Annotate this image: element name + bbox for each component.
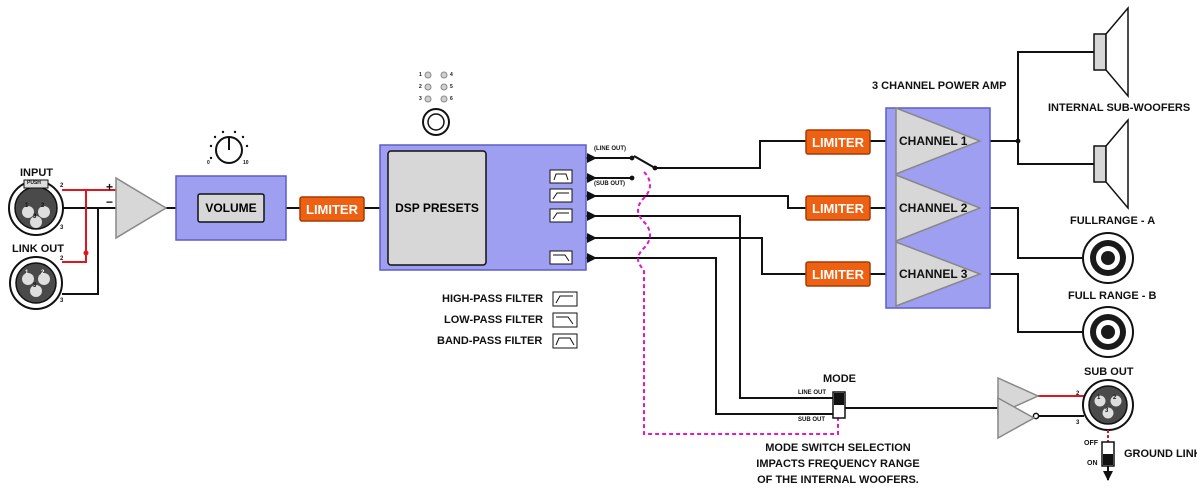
link-out-label: LINK OUT xyxy=(12,243,64,255)
dsp-filter-icons xyxy=(549,169,573,265)
input-pin-1: 1 xyxy=(25,203,29,209)
mode-sub-out-label: SUB OUT xyxy=(798,417,825,423)
subwoofer-speaker-icon xyxy=(1093,5,1129,99)
mode-note-line-1: MODE SWITCH SELECTION xyxy=(765,442,911,454)
limiter-1-label: LIMITER xyxy=(812,134,864,150)
knob-max-label: 10 xyxy=(243,160,249,166)
fullrange-b-speakon-connector[interactable] xyxy=(1082,306,1134,358)
hot-signal-wires xyxy=(62,189,1084,397)
power-amp-title: 3 CHANNEL POWER AMP xyxy=(872,80,1007,92)
mode-note-line-3: OF THE INTERNAL WOOFERS. xyxy=(757,474,919,486)
fullrange-a-speakon-connector[interactable] xyxy=(1082,232,1134,284)
ground-link-switch[interactable] xyxy=(1101,441,1115,467)
output-switch-lever xyxy=(633,155,656,169)
fullrange-a-label: FULLRANGE - A xyxy=(1070,215,1156,227)
preset-number-4: 4 xyxy=(450,72,453,78)
input-label: INPUT xyxy=(20,167,53,179)
link-wire-pin-2: 2 xyxy=(60,256,64,262)
push-label: PUSH xyxy=(27,180,41,186)
fullrange-b-label: FULL RANGE - B xyxy=(1068,290,1157,302)
low-pass-legend: LOW-PASS FILTER xyxy=(444,314,543,326)
preset-number-5: 5 xyxy=(450,84,453,90)
channel-2-label: CHANNEL 2 xyxy=(899,201,968,215)
link-out-xlr-connector[interactable] xyxy=(9,256,63,310)
sub-out-xlr-connector[interactable] xyxy=(1082,379,1134,431)
hot-junction xyxy=(83,250,89,256)
switch-pivot xyxy=(652,165,658,171)
volume-label: VOLUME xyxy=(205,201,257,215)
mode-line-out-label: LINE OUT xyxy=(798,390,826,396)
link-pin-3: 3 xyxy=(33,283,37,289)
input-pin-2: 2 xyxy=(41,203,45,209)
line-out-tag: (LINE OUT) xyxy=(594,146,626,152)
sub-out-wire-pin-2: 2 xyxy=(1076,391,1080,397)
sub-out-pin-1: 1 xyxy=(1097,395,1101,401)
preset-number-1: 1 xyxy=(419,72,422,78)
link-pin-1: 1 xyxy=(25,270,29,276)
channel-3-label: CHANNEL 3 xyxy=(899,267,968,281)
sub-out-label: SUB OUT xyxy=(1084,366,1134,378)
high-pass-legend: HIGH-PASS FILTER xyxy=(442,293,544,305)
internal-subwoofers-label: INTERNAL SUB-WOOFERS xyxy=(1048,102,1191,114)
minus-sign: − xyxy=(106,195,114,209)
filter-legend-icons xyxy=(552,291,578,349)
input-wire-pin-2: 2 xyxy=(60,183,64,189)
sub-out-tag: (SUB OUT) xyxy=(594,181,625,187)
limiter-3-label: LIMITER xyxy=(812,266,864,282)
input-buffer-amp xyxy=(115,176,168,240)
wire-junction xyxy=(1015,138,1021,144)
input-pin-3: 3 xyxy=(33,214,37,220)
limiter-boxes xyxy=(299,129,871,287)
sub-out-pin-2: 2 xyxy=(1113,395,1117,401)
switch-contact-1 xyxy=(629,155,635,161)
subwoofer-speaker-icon xyxy=(1093,117,1129,211)
volume-control[interactable] xyxy=(197,193,265,223)
link-wire-pin-3: 3 xyxy=(60,298,64,304)
mode-title: MODE xyxy=(823,373,856,385)
limiter-2-label: LIMITER xyxy=(812,200,864,216)
preset-indicator-leds xyxy=(424,71,448,103)
preset-number-2: 2 xyxy=(419,84,422,90)
input-limiter-label: LIMITER xyxy=(306,201,358,217)
input-xlr-connector[interactable] xyxy=(8,179,64,236)
sub-out-driver-amps xyxy=(997,376,1040,440)
preset-select-button[interactable] xyxy=(422,108,450,136)
switch-contact-2 xyxy=(629,175,635,181)
input-wire-pin-3: 3 xyxy=(60,225,64,231)
sub-out-wire-pin-3: 3 xyxy=(1076,420,1080,426)
ground-link-label: GROUND LINK xyxy=(1124,448,1197,460)
mode-switch[interactable] xyxy=(832,391,846,419)
mode-note-line-2: IMPACTS FREQUENCY RANGE xyxy=(756,458,920,470)
amp-channel-triangles xyxy=(895,106,983,308)
band-pass-legend: BAND-PASS FILTER xyxy=(437,335,543,347)
ground-off-label: OFF xyxy=(1084,440,1098,447)
dsp-presets-panel[interactable] xyxy=(387,150,487,266)
ground-on-label: ON xyxy=(1087,460,1098,467)
link-pin-2: 2 xyxy=(41,270,45,276)
preset-number-6: 6 xyxy=(450,96,453,102)
dsp-presets-label: DSP PRESETS xyxy=(395,201,479,215)
volume-knob-icon[interactable] xyxy=(209,130,249,164)
inverting-bubble xyxy=(1032,412,1040,420)
preset-number-3: 3 xyxy=(419,96,422,102)
knob-min-label: 0 xyxy=(207,160,210,166)
channel-1-label: CHANNEL 1 xyxy=(899,134,968,148)
sub-out-pin-3: 3 xyxy=(1105,408,1109,414)
mode-control-line xyxy=(637,171,839,435)
plus-sign: + xyxy=(106,180,114,194)
